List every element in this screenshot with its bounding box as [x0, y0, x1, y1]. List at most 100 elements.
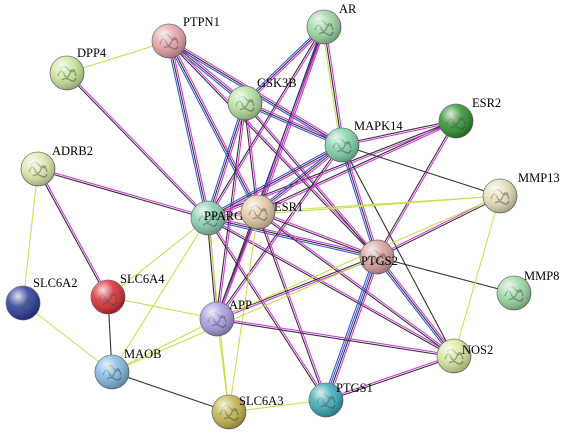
edge-line	[206, 142, 342, 217]
edge-line	[323, 26, 343, 146]
node-gloss	[6, 286, 40, 320]
edge-line	[107, 217, 209, 298]
node-label: APP	[229, 298, 252, 312]
edge-line	[38, 167, 209, 218]
edge-line	[376, 256, 455, 357]
node-gsk3b[interactable]: GSK3B	[227, 76, 297, 121]
edge-line	[205, 102, 244, 218]
node-gloss	[152, 24, 186, 58]
edge-MAPK14-PPARG	[206, 142, 344, 221]
node-label: GSK3B	[257, 76, 297, 90]
edge-line	[170, 39, 261, 212]
edge-GSK3B-PTGS2	[243, 102, 379, 258]
node-mmp13[interactable]: MMP13	[482, 171, 560, 214]
node-maob[interactable]: MAOB	[94, 347, 162, 390]
edge-line	[66, 40, 170, 74]
edge-line	[215, 144, 342, 319]
edge-SLC6A2-MAOB	[22, 302, 113, 373]
edge-line	[208, 215, 378, 256]
edge-line	[37, 169, 208, 220]
edge-MAOB-SLC6A3	[111, 371, 230, 413]
node-label: PTGS2	[361, 254, 398, 268]
edge-PPARG-SLC6A4	[107, 217, 209, 298]
edge-line	[217, 103, 247, 320]
edge-line	[166, 41, 257, 214]
edge-line	[257, 195, 501, 213]
node-adrb2[interactable]: ADRB2	[20, 144, 93, 187]
edge-AR-PPARG	[206, 26, 326, 219]
node-ptgs2[interactable]: PTGS2	[359, 239, 398, 275]
node-esr2[interactable]: ESR2	[438, 96, 501, 139]
node-app[interactable]: APP	[199, 298, 252, 337]
edge-line	[326, 356, 455, 402]
edge-MMP13-APP	[216, 195, 501, 320]
node-label: PPARG	[204, 209, 243, 223]
edge-APP-MAOB	[111, 318, 218, 373]
edge-line	[375, 257, 454, 358]
node-slc6a2[interactable]: SLC6A2	[5, 276, 77, 321]
edge-line	[216, 195, 501, 320]
edge-line	[377, 255, 456, 356]
node-pparg[interactable]: PPARG	[190, 200, 243, 236]
node-gloss	[307, 10, 341, 44]
edge-line	[341, 144, 378, 258]
node-mmp8[interactable]: MMP8	[496, 269, 559, 311]
edge-line	[244, 102, 343, 146]
edge-PTPN1-ESR1	[166, 39, 261, 214]
node-ptgs1[interactable]: PTGS1	[308, 381, 373, 418]
edge-line	[326, 257, 379, 401]
edge-PTGS2-PTGS1	[322, 255, 381, 402]
node-gloss	[91, 280, 125, 314]
edge-line	[322, 255, 375, 400]
node-nos2[interactable]: NOS2	[436, 338, 493, 374]
edge-line	[65, 73, 208, 220]
node-gloss	[95, 355, 129, 389]
edge-AR-MAPK14	[321, 26, 345, 146]
node-label: AR	[339, 2, 357, 16]
edge-line	[377, 121, 458, 258]
node-esr1[interactable]: ESR1	[240, 194, 303, 230]
edge-line	[207, 219, 377, 260]
edge-GSK3B-PPARG	[205, 102, 248, 219]
edge-line	[258, 121, 457, 214]
edge-line	[341, 144, 455, 357]
node-label: SLC6A3	[239, 394, 283, 408]
edge-line	[376, 256, 515, 294]
node-gloss	[497, 276, 531, 310]
edge-AR-GSK3B	[243, 25, 326, 105]
edge-line	[324, 256, 377, 400]
edge-line	[206, 218, 326, 401]
node-label: NOS2	[462, 343, 493, 357]
node-dpp4[interactable]: DPP4	[49, 46, 107, 91]
node-gloss	[191, 201, 225, 235]
edge-line	[208, 146, 344, 221]
edge-line	[245, 102, 379, 257]
edge-line	[22, 302, 113, 373]
edge-layer	[22, 25, 515, 413]
edge-line	[328, 257, 381, 402]
edge-line	[343, 144, 380, 257]
edge-MAPK14-ESR1	[256, 143, 344, 214]
node-gloss	[360, 240, 394, 274]
edge-ADRB2-SLC6A4	[36, 168, 110, 298]
node-gloss	[437, 339, 471, 373]
edge-line	[243, 103, 377, 258]
edge-line	[257, 212, 377, 259]
edge-MMP13-NOS2	[453, 195, 501, 357]
node-ptpn1[interactable]: PTPN1	[151, 15, 220, 59]
node-label: ADRB2	[52, 144, 93, 158]
edge-line	[258, 210, 455, 356]
edge-line	[169, 39, 379, 257]
node-gloss	[241, 195, 275, 229]
node-ar[interactable]: AR	[306, 2, 357, 45]
edge-PPARG-NOS2	[207, 216, 455, 358]
edge-ESR1-MMP13	[257, 195, 501, 213]
node-slc6a4[interactable]: SLC6A4	[90, 272, 165, 315]
node-label: PTGS1	[336, 381, 373, 395]
edge-line	[207, 102, 246, 219]
edge-line	[217, 317, 455, 356]
node-slc6a3[interactable]: SLC6A3	[211, 394, 283, 430]
edge-line	[256, 143, 342, 212]
edge-line	[325, 354, 454, 400]
node-mapk14[interactable]: MAPK14	[324, 119, 403, 163]
